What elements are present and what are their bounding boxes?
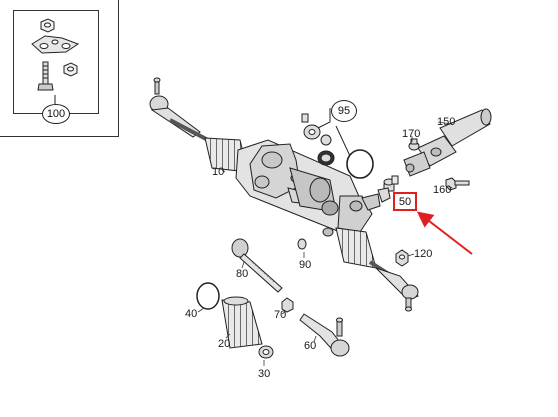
callout-120[interactable]: 120	[414, 248, 433, 260]
inset-bolt-icon	[42, 61, 49, 85]
callout-10[interactable]: 10	[212, 166, 225, 178]
part-90-nut	[297, 238, 307, 250]
rack-housing	[235, 139, 381, 237]
right-tie-rod-end	[368, 260, 419, 312]
leader-lines	[197, 121, 453, 366]
callout-40[interactable]: 40	[185, 308, 198, 320]
callout-80[interactable]: 80	[236, 268, 249, 280]
callout-90[interactable]: 90	[299, 259, 312, 271]
callout-100-circle[interactable]: 100	[42, 104, 70, 124]
part-120-nut	[395, 249, 409, 267]
part-50-clamp	[377, 175, 399, 203]
part-20-boot	[221, 296, 263, 349]
callout-20[interactable]: 20	[218, 338, 231, 350]
callout-160[interactable]: 160	[433, 184, 452, 196]
part-80-inner-tie-rod	[231, 238, 283, 293]
callout-30[interactable]: 30	[258, 368, 271, 380]
part-70-nut	[281, 297, 294, 313]
callout-170[interactable]: 170	[402, 128, 421, 140]
part-60-tie-rod-end	[299, 313, 350, 357]
callout-50-highlight-box[interactable]: 50	[393, 192, 417, 211]
part-95-kit	[301, 113, 374, 179]
part-40-clamp	[196, 282, 220, 310]
callout-95-circle[interactable]: 95	[331, 100, 357, 122]
callout-60[interactable]: 60	[304, 340, 317, 352]
intermediate-shaft	[403, 108, 492, 177]
callout-70[interactable]: 70	[274, 309, 287, 321]
left-tie-rod-end	[149, 77, 209, 142]
highlight-arrow	[416, 211, 473, 255]
part-30-clamp	[258, 345, 274, 359]
part-160-bolt	[445, 177, 470, 191]
part-170-nut	[408, 138, 420, 151]
inset-kit-parts	[31, 18, 80, 91]
callout-150[interactable]: 150	[437, 116, 456, 128]
